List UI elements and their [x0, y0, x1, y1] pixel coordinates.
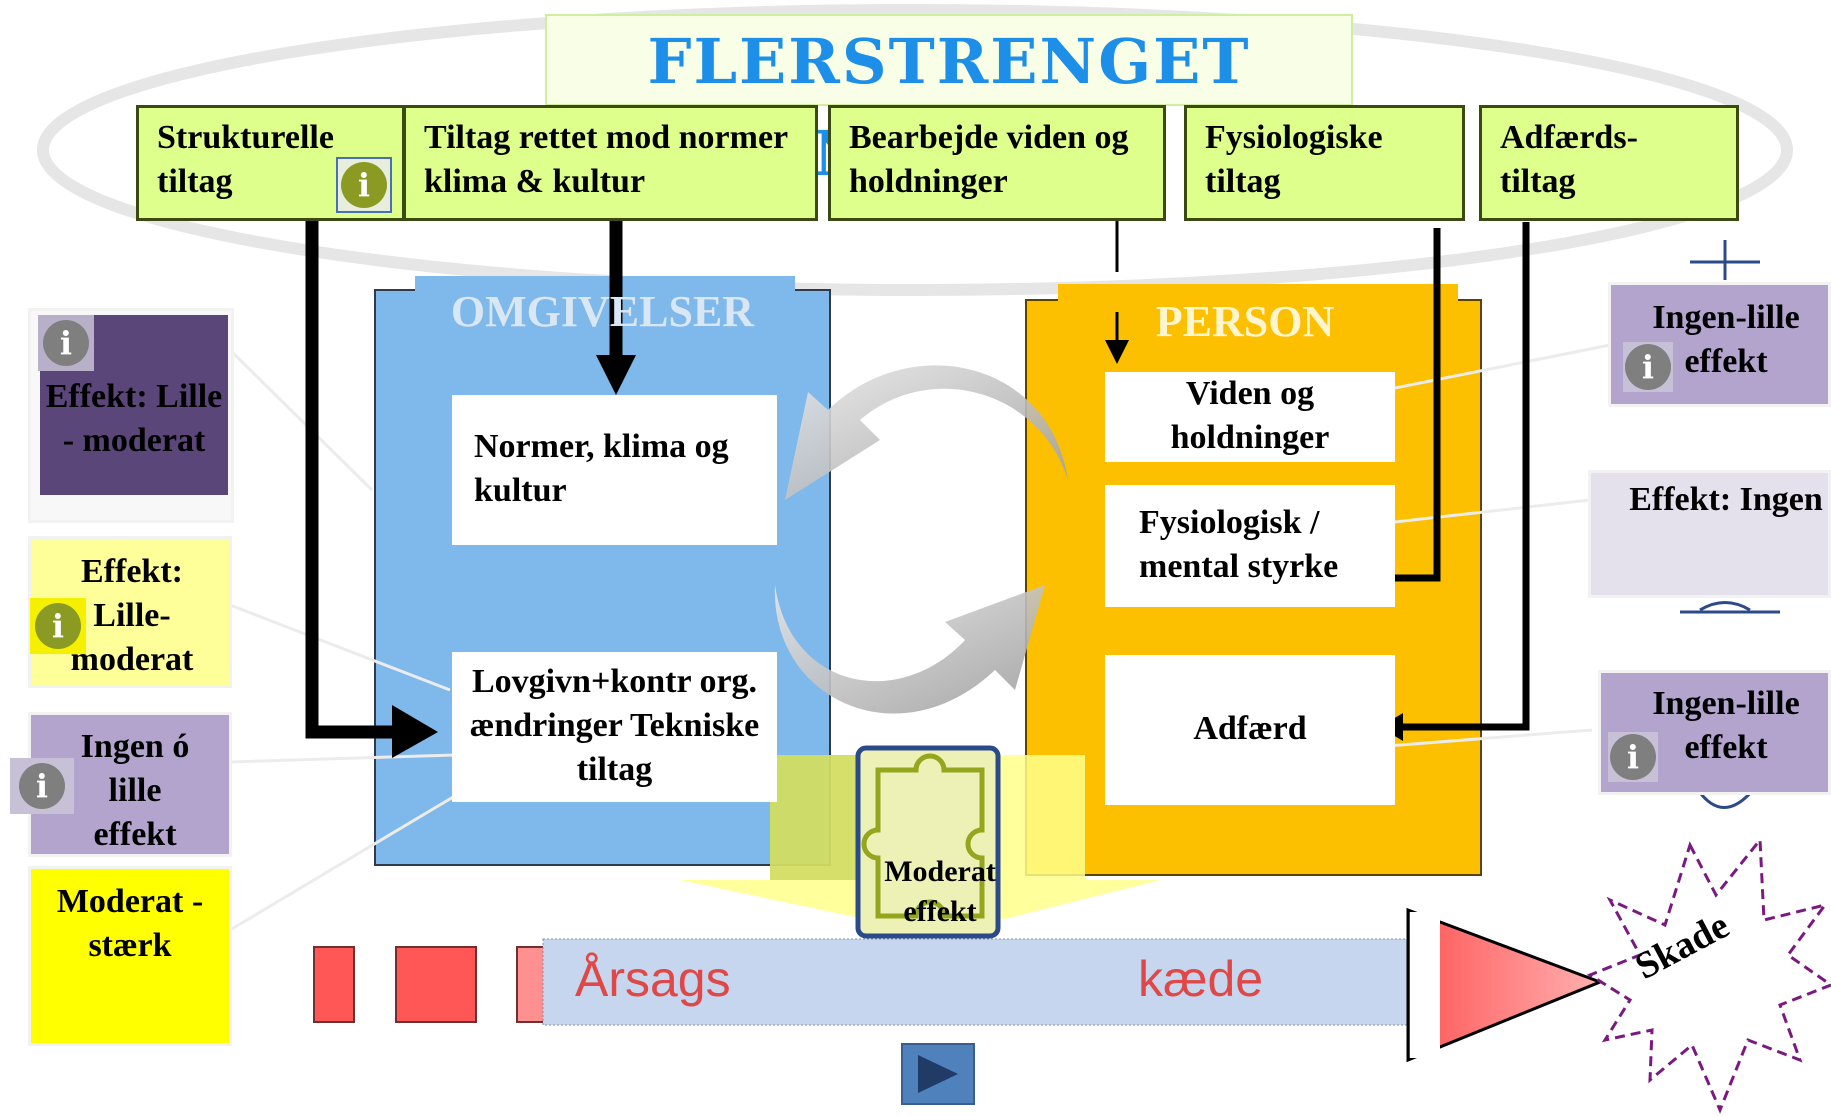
right-effect-2-label: Effekt: Ingen: [1629, 481, 1823, 518]
left-effect-3-label: Ingen ó lille effekt: [80, 728, 190, 853]
info-button-strukturelle[interactable]: i: [336, 157, 392, 213]
box-adfaerds-tiltag: Adfærds- tiltag: [1479, 105, 1739, 221]
info-button-right-3[interactable]: i: [1608, 732, 1658, 782]
left-effect-2-label: Effekt: Lille- moderat: [70, 553, 194, 678]
normer-klima-kultur-label: Normer, klima og kultur: [474, 428, 729, 509]
chain-arrowhead-mask: [1410, 912, 1440, 1058]
info-icon: i: [19, 763, 65, 809]
chain-arrowhead: [1406, 907, 1605, 1063]
info-icon: i: [1610, 734, 1656, 780]
box-strukturelle-label: Strukturelle tiltag: [157, 119, 334, 200]
arrow-head-struktur: [392, 705, 438, 758]
center-effect-label: Moderat effekt: [884, 855, 996, 928]
right-effect-3-label: Ingen-lille effekt: [1652, 685, 1800, 766]
adfaerd-label: Adfærd: [1193, 710, 1307, 747]
left-effect-4-label: Moderat - stærk: [56, 883, 204, 964]
info-icon: i: [43, 320, 89, 366]
page-title: FLERSTRENGET INDSATS: [545, 14, 1353, 190]
play-button[interactable]: [901, 1043, 975, 1105]
cycle-arc-bottom: [774, 585, 1045, 714]
info-button-left-3[interactable]: i: [10, 758, 74, 814]
right-effect-2-card: [1588, 470, 1831, 598]
omgivelser-heading: OMGIVELSER: [450, 287, 755, 336]
box-fysiologiske-label: Fysiologiske tiltag: [1205, 119, 1383, 200]
box-viden-holdninger: Viden og holdninger: [1105, 372, 1395, 462]
chain-square-3: [516, 946, 548, 1023]
box-adfaerd: Adfærd: [1105, 655, 1395, 805]
person-tab: [1058, 284, 1458, 328]
arrows: [305, 220, 1530, 739]
chain-square-1: [313, 946, 355, 1023]
chain-bar: [542, 938, 1409, 1026]
box-normer-klima-kultur: Normer, klima og kultur: [452, 395, 777, 545]
info-button-left-2[interactable]: i: [30, 598, 86, 654]
box-normer-label: Tiltag rettet mod normer klima & kultur: [424, 119, 788, 200]
box-adfaerds-label: Adfærds- tiltag: [1500, 119, 1638, 200]
chain-word-1: Årsags: [575, 951, 731, 1007]
info-button-left-1[interactable]: i: [38, 315, 94, 371]
box-lovgivning: Lovgivn+kontr org. ændringer Tekniske ti…: [452, 652, 777, 802]
fysiologisk-mental-label: Fysiologisk / mental styrke: [1139, 504, 1339, 585]
right-side-decor: [1680, 240, 1780, 809]
info-icon: i: [341, 162, 387, 208]
cycle-arc-top: [785, 365, 1068, 500]
skade-starburst: [1586, 835, 1831, 1114]
info-icon: i: [1625, 344, 1671, 390]
omgivelser-tab: [415, 276, 795, 320]
arrow-head-normer: [596, 355, 636, 395]
info-icon: i: [35, 603, 81, 649]
box-fysiologisk-mental: Fysiologisk / mental styrke: [1105, 485, 1395, 607]
left-effect-4-card: [28, 866, 232, 1046]
chain-square-2: [395, 946, 477, 1023]
viden-holdninger-label: Viden og holdninger: [1170, 375, 1330, 456]
info-button-right-1[interactable]: i: [1623, 342, 1673, 392]
left-effect-1-label: Effekt: Lille - moderat: [45, 378, 223, 459]
right-effect-1-label: Ingen-lille effekt: [1652, 299, 1800, 380]
puzzle-icon: [855, 745, 1001, 939]
funnel-overlap: [770, 755, 860, 880]
chain-word-2: kæde: [1138, 951, 1264, 1007]
lovgivning-label: Lovgivn+kontr org. ændringer Tekniske ti…: [469, 663, 760, 788]
person-heading: PERSON: [1155, 297, 1335, 346]
box-fysiologiske-tiltag: Fysiologiske tiltag: [1184, 105, 1465, 221]
box-viden-tiltag: Bearbejde viden og holdninger: [828, 105, 1166, 221]
box-viden-label: Bearbejde viden og holdninger: [849, 119, 1129, 200]
box-normer-tiltag: Tiltag rettet mod normer klima & kultur: [403, 105, 818, 221]
